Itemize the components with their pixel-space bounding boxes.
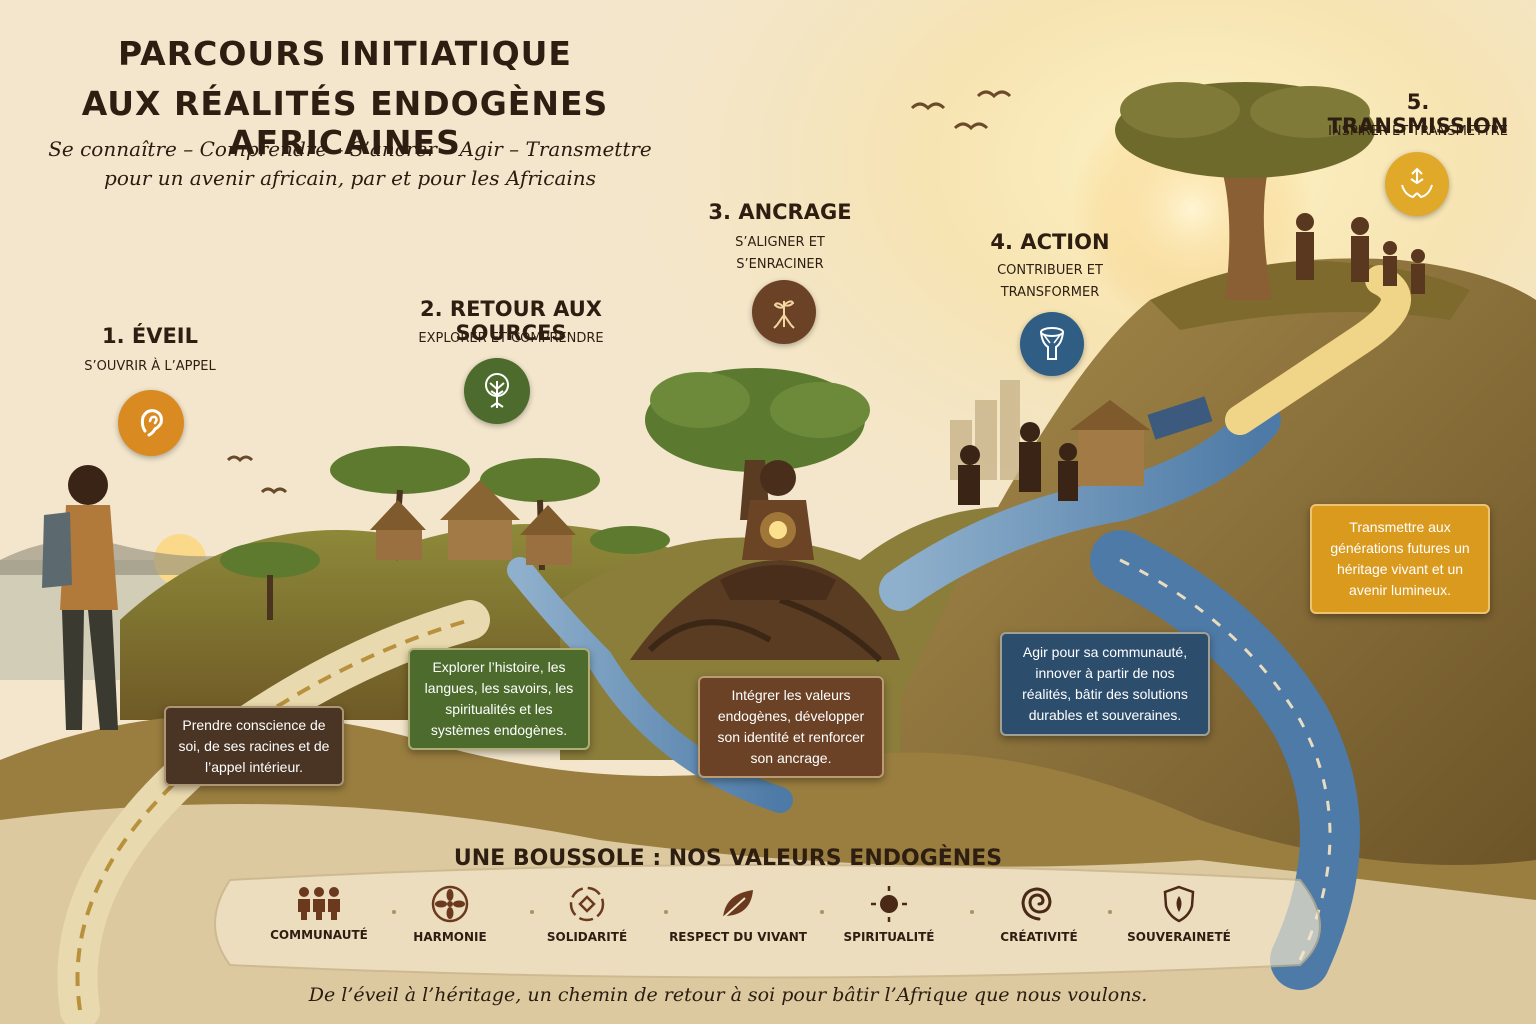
value-label: CRÉATIVITÉ — [1000, 930, 1078, 944]
step-4-title: 4. ACTION — [990, 230, 1110, 254]
step-2-title: 2. RETOUR AUX SOURCES — [420, 297, 602, 345]
values-title: UNE BOUSSOLE : NOS VALEURS ENDOGÈNES — [453, 846, 1003, 871]
step-1-card: Prendre conscience de soi, de ses racine… — [164, 706, 344, 786]
hands-icon — [1401, 167, 1433, 199]
ear-icon — [140, 409, 163, 437]
people-icon — [298, 887, 340, 920]
step-1-title: 1. ÉVEIL — [101, 324, 199, 348]
sprout-icon — [773, 300, 795, 329]
step-4-subtitle-line-2: TRANSFORMER — [1000, 285, 1100, 300]
value-spirituality: SPIRITUALITÉ — [814, 884, 964, 944]
value-community: COMMUNAUTÉ — [244, 884, 394, 942]
leaf-icon — [722, 890, 753, 919]
page-title-line-1: PARCOURS INITIATIQUE — [118, 34, 572, 73]
value-label: SOLIDARITÉ — [546, 930, 628, 944]
step-4-subtitle-line-1: CONTRIBUER ET — [997, 263, 1103, 278]
step-3-subtitle-line-1: S’ALIGNER ET — [735, 235, 825, 250]
circle-link-icon — [569, 886, 605, 922]
footer-tagline: De l’éveil à l’héritage, un chemin de re… — [308, 984, 1148, 1006]
value-creativity: CRÉATIVITÉ — [964, 884, 1114, 944]
value-label: RESPECT DU VIVANT — [669, 930, 807, 944]
spiral-icon — [1021, 887, 1052, 921]
value-label: HARMONIE — [413, 930, 487, 944]
step-1-medal — [118, 390, 184, 456]
step-5-card: Transmettre aux générations futures un h… — [1310, 504, 1490, 614]
shield-icon — [1163, 885, 1195, 923]
tree-icon — [485, 373, 509, 408]
step-5-subtitle: INSPIRER ET TRANSMETTRE — [1328, 124, 1508, 139]
page-subtitle-line-2: pour un avenir africain, par et pour les… — [104, 166, 596, 190]
step-3-medal — [752, 280, 816, 344]
step-3-title: 3. ANCRAGE — [708, 200, 852, 224]
step-5-medal — [1385, 152, 1449, 216]
value-sovereignty: SOUVERAINETÉ — [1104, 884, 1254, 944]
page-title-line-2: AUX RÉALITÉS ENDOGÈNES AFRICAINES — [81, 84, 609, 162]
value-respect-living: RESPECT DU VIVANT — [658, 884, 818, 944]
value-solidarity: SOLIDARITÉ — [512, 884, 662, 944]
step-2-subtitle: EXPLORER ET COMPRENDRE — [418, 331, 604, 346]
step-1-subtitle: S’OUVRIR À L’APPEL — [84, 359, 216, 374]
value-label: SOUVERAINETÉ — [1127, 930, 1231, 944]
step-4-medal — [1020, 312, 1084, 376]
value-label: COMMUNAUTÉ — [270, 928, 368, 942]
value-label: SPIRITUALITÉ — [843, 930, 935, 944]
mandala-icon — [431, 885, 469, 923]
step-4-card: Agir pour sa communauté, innover à parti… — [1000, 632, 1210, 736]
page-subtitle-line-1: Se connaître – Comprendre – S’ancrer – A… — [48, 137, 652, 161]
drum-icon — [1040, 327, 1064, 360]
step-5-title: 5. TRANSMISSION — [1327, 90, 1509, 138]
step-3-card: Intégrer les valeurs endogènes, développ… — [698, 676, 884, 778]
step-3-subtitle-line-2: S’ENRACINER — [736, 257, 824, 272]
step-2-card: Explorer l’histoire, les langues, les sa… — [408, 648, 590, 750]
radiant-dot-icon — [871, 886, 907, 922]
value-harmony: HARMONIE — [375, 884, 525, 944]
step-2-medal — [464, 358, 530, 424]
